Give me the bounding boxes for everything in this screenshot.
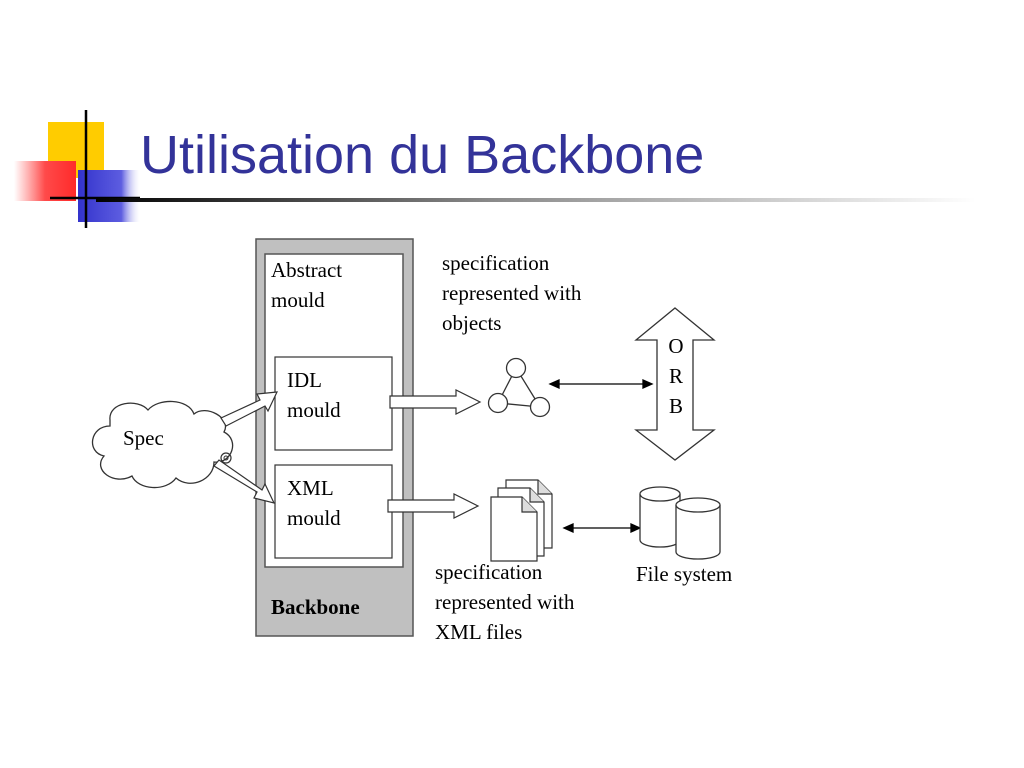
xml-mould-label-line2: mould <box>287 506 341 530</box>
idl-mould-box <box>274 356 393 451</box>
xml-files-icon <box>490 479 553 562</box>
objects-caption-line2: represented with <box>442 281 582 305</box>
xml-mould-label: XML mould <box>287 473 341 533</box>
xml-files-caption-line1: specification <box>435 560 543 584</box>
objects-caption-line1: specification <box>442 251 550 275</box>
files-filesystem-double-arrow <box>562 522 642 534</box>
xml-to-files-arrow <box>387 493 480 519</box>
title-underline <box>96 198 976 202</box>
xml-mould-box <box>274 464 393 559</box>
file-system-icon <box>639 486 721 560</box>
objects-orb-double-arrow <box>548 378 654 390</box>
abstract-mould-label-line1: Abstract <box>271 258 343 282</box>
logo-blue-square <box>78 170 140 222</box>
orb-vertical-arrow <box>634 307 716 461</box>
abstract-mould-label: Abstract mould <box>271 255 342 315</box>
orb-label: O R B <box>667 331 685 421</box>
orb-letter-o: O <box>668 334 684 358</box>
spec-connector-icon <box>220 452 232 464</box>
orb-letter-r: R <box>668 364 683 388</box>
logo-red-square <box>14 161 76 201</box>
xml-mould-label-line1: XML <box>287 476 334 500</box>
spec-label: Spec <box>123 426 164 450</box>
backbone-label: Backbone <box>271 595 360 619</box>
objects-caption: specification represented with objects <box>442 248 581 338</box>
objects-caption-line3: objects <box>442 311 502 335</box>
xml-files-caption: specification represented with XML files <box>435 557 574 647</box>
idl-mould-label: IDL mould <box>287 365 341 425</box>
idl-mould-label-line2: mould <box>287 398 341 422</box>
decorative-logo <box>14 110 140 228</box>
file-system-label: File system <box>636 562 733 586</box>
idl-mould-label-line1: IDL <box>287 368 322 392</box>
spec-cloud-shape <box>91 400 234 489</box>
objects-graph-icon <box>487 357 551 418</box>
abstract-mould-label-line2: mould <box>271 288 325 312</box>
slide-title: Utilisation du Backbone <box>140 125 705 185</box>
orb-letter-b: B <box>668 394 683 418</box>
xml-files-caption-line3: XML files <box>435 620 523 644</box>
idl-to-objects-arrow <box>389 389 482 415</box>
spec-to-idl-arrow <box>220 391 278 427</box>
xml-files-caption-line2: represented with <box>435 590 575 614</box>
spec-to-xml-arrow <box>213 459 276 504</box>
